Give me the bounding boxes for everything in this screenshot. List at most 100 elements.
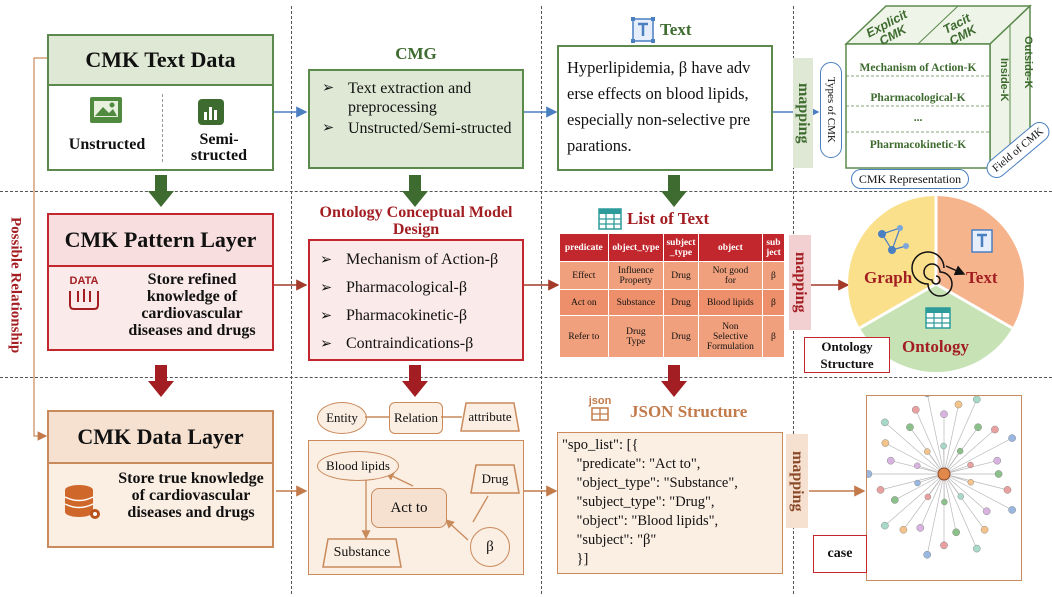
cmk-pattern-layer-text: Store refined knowledge of cardiovascula… [128,271,256,339]
mapping-tag-bg [793,58,813,168]
row-separator [0,191,1052,192]
network-node [957,493,964,500]
possible-relationship-label: Possible Relationship [7,216,24,354]
network-edge [915,409,945,475]
possible-relationship-label-box: Possible Relationship [2,200,28,370]
mapping-label: mapping [792,252,809,313]
cube-row: ... [913,112,923,124]
cmk-data-layer-title: CMK Data Layer [49,412,272,464]
network-edge [943,399,978,475]
graph-network-icon [878,225,909,254]
attribute-legend-shape [460,402,520,432]
network-edge [884,473,945,526]
down-arrow [148,175,174,207]
table-header-cell: object [697,233,763,262]
network-node [994,470,1003,478]
table-cell: β [761,289,786,316]
network-node [982,507,991,516]
json-line: }] [562,551,589,567]
table-cell: Act on [559,289,609,316]
substance-node-shape [322,538,402,568]
cmk-text-data-title: CMK Text Data [49,36,272,86]
act-to-node: Act to [371,488,447,528]
network-hub-node [937,467,951,481]
table-cell: β [761,261,786,290]
text-icon [971,229,993,253]
list-of-text-title: List of Text [627,209,710,228]
network-node [864,470,873,478]
json-line: "spo_list": [{ [562,437,639,453]
table-header-cell: object_type [607,233,665,262]
network-node [881,521,889,530]
blood-lipids-node: Blood lipids [317,451,399,481]
cube-row: Mechanism of Action-K [859,62,977,74]
cmg-box: Text extraction and preprocessing Unstru… [308,69,524,169]
table-header-cell: subject _type [663,233,699,262]
network-node [967,461,974,469]
cmk-data-layer-box: CMK Data Layer Store true knowledge of c… [47,410,274,548]
table-cell: Non Selective Formulation [697,315,763,358]
json-box: "spo_list": [{ "predicate": "Act to", "o… [557,432,783,574]
ontology-item: Pharmacokinetic-β [320,302,516,330]
network-node [1003,486,1012,494]
network-edge [943,473,987,512]
json-table-icon [591,407,609,421]
ontology-structure-label: Ontology Structure [804,337,890,373]
outside-k-label: Outside-K [1022,36,1034,89]
network-edge [943,437,1013,475]
attribute-legend: attribute [468,409,512,424]
semi-structed-label: Semi- structed [191,131,247,164]
table-cell: Drug [663,261,699,290]
json-line: "subject": "β" [562,532,657,548]
network-edge [894,473,945,501]
relation-legend: Relation [389,402,443,434]
mapping-tag-bg [789,235,811,330]
ontology-design-title: Ontology Conceptual Model Design [319,204,513,238]
table-cell: β [761,315,786,358]
table-cell: Drug Type [607,315,665,358]
ontology-item: Pharmacological-β [320,274,516,302]
case-network-graph [864,389,1016,559]
table-row: Act on Substance Drug Blood lipids β [559,289,786,316]
network-edge [943,404,959,475]
network-node [1008,506,1016,514]
json-line: "object": "Blood lipids", [562,513,719,529]
network-edge [880,473,945,491]
table-cell: Refer to [559,315,609,358]
cmk-text-data-box: CMK Text Data Unstructed Semi- structed [47,34,274,171]
text-title: Text [660,20,692,39]
table-cell: Not good for [697,261,763,290]
network-node [973,544,981,553]
data-icon-text: DATA [69,275,99,287]
network-node [974,423,982,432]
network-edge [919,473,945,529]
down-arrow [661,175,687,207]
types-of-cmk-label: Types of CMK [825,77,837,143]
network-edge [943,473,1008,491]
text-icon [631,17,655,43]
network-edge [884,422,945,475]
ontology-pie [848,196,1024,372]
network-node [956,447,964,455]
legend-connectors [365,416,462,418]
network-node [980,525,989,534]
json-icon-text: json [588,395,612,407]
row-separator [0,377,1052,378]
network-node [881,439,890,447]
network-node [940,541,948,550]
cmg-item: Unstructed/Semi-structed [322,119,512,138]
relationship-bracket [33,57,48,441]
down-arrow [148,365,174,397]
spo-table: predicate object_type subject _type obje… [559,233,786,358]
table-row: Effect Influence Property Drug Not good … [559,261,786,290]
network-node [899,525,908,534]
cmg-item: Text extraction and preprocessing [322,79,512,117]
table-cell: Drug [663,289,699,316]
pie-label-text: Text [966,268,998,287]
entity-legend: Entity [317,402,367,434]
network-node [993,456,1002,465]
spiral-icon [911,251,953,297]
network-node [881,418,889,427]
network-node [886,456,895,465]
inside-k-label: Inside-K [998,58,1010,102]
